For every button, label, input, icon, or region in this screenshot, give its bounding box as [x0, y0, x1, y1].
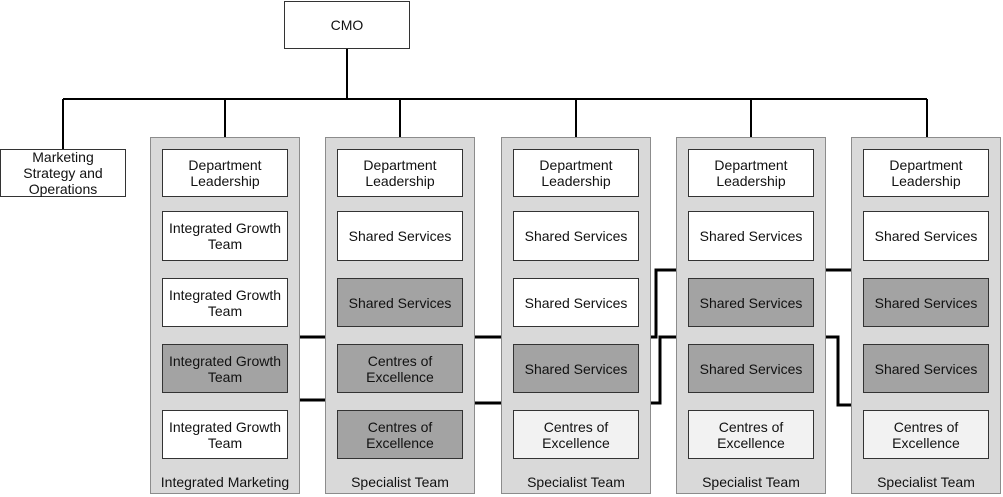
box-label: Shared Services — [874, 294, 978, 311]
centres-of-excellence-box: Centres of Excellence — [688, 410, 814, 459]
shared-services-box: Shared Services — [513, 278, 639, 327]
shared-services-box: Shared Services — [688, 211, 814, 261]
column-footer: Specialist Team — [527, 474, 625, 490]
centres-of-excellence-box: Centres of Excellence — [863, 410, 989, 459]
box-label: Department Leadership — [714, 157, 788, 189]
box-label: Shared Services — [524, 360, 628, 377]
box-label: Shared Services — [699, 228, 803, 244]
box-label: Shared Services — [874, 228, 978, 244]
centres-of-excellence-box: Centres of Excellence — [513, 410, 639, 459]
column-specialist-team: Department Leadership Shared Services Sh… — [676, 137, 826, 494]
box-label: Integrated Growth Team — [168, 352, 282, 385]
centres-of-excellence-box: Centres of Excellence — [337, 344, 463, 393]
centres-of-excellence-box: Centres of Excellence — [337, 410, 463, 459]
cmo-box: CMO — [284, 1, 410, 49]
column-footer: Specialist Team — [877, 474, 975, 490]
box-label: Department Leadership — [363, 157, 437, 189]
shared-services-box: Shared Services — [863, 344, 989, 393]
box-label: Shared Services — [348, 294, 452, 311]
cmo-label: CMO — [330, 17, 364, 33]
box-label: Shared Services — [699, 294, 803, 311]
marketing-strategy-label: Marketing Strategy and Operations — [23, 149, 103, 197]
box-label: Department Leadership — [539, 157, 613, 189]
shared-services-box: Shared Services — [863, 211, 989, 261]
department-leadership-box: Department Leadership — [863, 149, 989, 197]
column-footer: Specialist Team — [351, 474, 449, 490]
marketing-strategy-box: Marketing Strategy and Operations — [0, 149, 126, 197]
column-specialist-team: Department Leadership Shared Services Sh… — [501, 137, 651, 494]
integrated-growth-team-box: Integrated Growth Team — [162, 278, 288, 327]
shared-services-box: Shared Services — [513, 211, 639, 261]
integrated-growth-team-box: Integrated Growth Team — [162, 344, 288, 393]
box-label: Centres of Excellence — [542, 418, 610, 451]
department-leadership-box: Department Leadership — [513, 149, 639, 197]
integrated-growth-team-box: Integrated Growth Team — [162, 410, 288, 459]
box-label: Integrated Growth Team — [168, 418, 282, 451]
box-label: Department Leadership — [188, 157, 262, 189]
box-label: Shared Services — [699, 360, 803, 377]
box-label: Integrated Growth Team — [168, 220, 282, 252]
box-label: Centres of Excellence — [366, 352, 434, 385]
shared-services-box: Shared Services — [513, 344, 639, 393]
box-label: Integrated Growth Team — [168, 286, 282, 319]
box-label: Shared Services — [524, 228, 628, 244]
integrated-growth-team-box: Integrated Growth Team — [162, 211, 288, 261]
column-footer: Specialist Team — [702, 474, 800, 490]
column-specialist-team: Department Leadership Shared Services Sh… — [325, 137, 475, 494]
column-specialist-team: Department Leadership Shared Services Sh… — [851, 137, 1001, 494]
box-label: Department Leadership — [889, 157, 963, 189]
shared-services-box: Shared Services — [337, 211, 463, 261]
department-leadership-box: Department Leadership — [337, 149, 463, 197]
box-label: Centres of Excellence — [892, 418, 960, 451]
department-leadership-box: Department Leadership — [688, 149, 814, 197]
box-label: Shared Services — [874, 360, 978, 377]
box-label: Shared Services — [348, 228, 452, 244]
shared-services-box: Shared Services — [688, 278, 814, 327]
column-integrated-marketing: Department Leadership Integrated Growth … — [150, 137, 300, 494]
box-label: Centres of Excellence — [717, 418, 785, 451]
box-label: Centres of Excellence — [366, 418, 434, 451]
shared-services-box: Shared Services — [688, 344, 814, 393]
department-leadership-box: Department Leadership — [162, 149, 288, 197]
box-label: Shared Services — [524, 294, 628, 311]
shared-services-box: Shared Services — [863, 278, 989, 327]
shared-services-box: Shared Services — [337, 278, 463, 327]
column-footer: Integrated Marketing — [160, 474, 290, 490]
